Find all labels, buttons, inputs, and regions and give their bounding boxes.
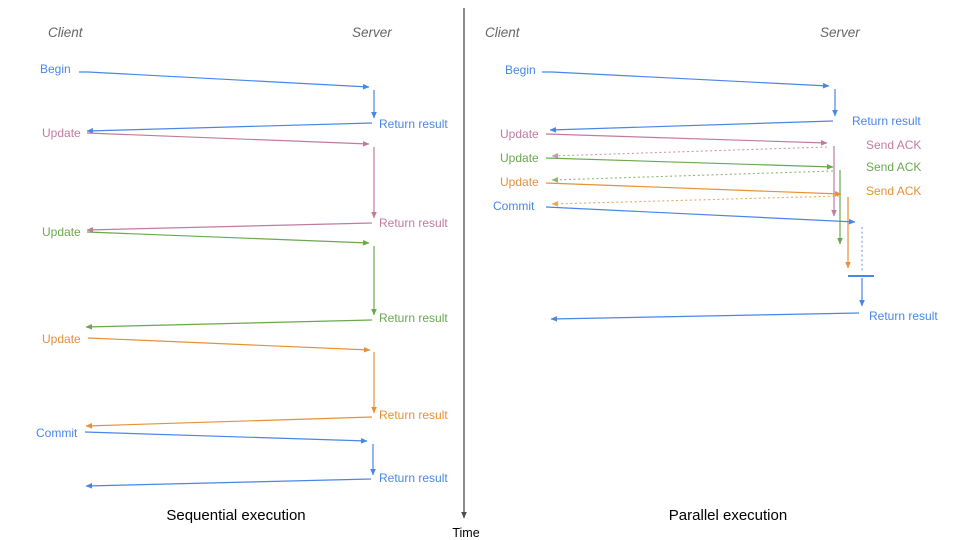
operation-label: Commit	[493, 199, 535, 213]
ack-label: Send ACK	[866, 160, 921, 174]
ack-label: Send ACK	[866, 138, 921, 152]
operation-label: Begin	[40, 62, 71, 76]
response-arrow	[549, 120, 834, 133]
operation-label: Update	[500, 175, 539, 189]
client-heading: Client	[48, 25, 84, 40]
response-arrow	[85, 319, 373, 330]
message-flow-begin: Begin Return result	[505, 63, 921, 133]
operation-label: Update	[42, 225, 81, 239]
operation-label: Update	[500, 127, 539, 141]
ack-label: Send ACK	[866, 184, 921, 198]
response-label: Return result	[379, 471, 448, 485]
request-arrow	[545, 133, 828, 146]
request-arrow	[79, 71, 370, 90]
time-axis: Time	[452, 8, 480, 540]
client-heading: Client	[485, 25, 521, 40]
message-flow-begin: Begin Return result	[40, 62, 448, 134]
server-heading: Server	[352, 25, 392, 40]
message-flow-update-3: Update Return result	[42, 332, 448, 429]
message-flow-update-3: Update Send ACK	[500, 175, 921, 269]
request-arrow	[545, 206, 856, 225]
request-arrow	[542, 71, 830, 89]
operation-label: Begin	[505, 63, 536, 77]
ack-dotted-arrow	[551, 170, 834, 183]
response-label: Return result	[379, 117, 448, 131]
right-panel: Client Server Begin Return result Update…	[485, 25, 938, 524]
ack-dotted-arrow	[551, 146, 828, 159]
message-flow-commit: Commit Return result	[36, 426, 448, 489]
request-arrow	[545, 182, 842, 197]
server-heading: Server	[820, 25, 860, 40]
message-flow-update-2: Update Send ACK	[500, 151, 921, 245]
response-arrow	[85, 416, 373, 429]
message-flow-commit: Commit Return result	[493, 199, 938, 323]
time-axis-label: Time	[452, 526, 479, 540]
response-arrow	[86, 222, 373, 233]
response-arrow	[550, 312, 860, 322]
panel-title-parallel: Parallel execution	[669, 507, 787, 524]
request-arrow	[86, 132, 370, 147]
operation-label: Update	[42, 126, 81, 140]
panel-title-sequential: Sequential execution	[166, 507, 305, 524]
response-label: Return result	[869, 309, 938, 323]
request-arrow	[84, 431, 368, 444]
operation-label: Commit	[36, 426, 78, 440]
response-arrow	[85, 478, 372, 489]
operation-label: Update	[42, 332, 81, 346]
operation-label: Update	[500, 151, 539, 165]
request-arrow	[86, 231, 370, 246]
response-arrow	[86, 122, 373, 134]
request-arrow	[87, 337, 371, 353]
ack-dotted-arrow	[551, 195, 840, 207]
response-label: Return result	[852, 114, 921, 128]
message-flow-update-1: Update Send ACK	[500, 127, 921, 217]
left-panel: Client Server Begin Return result Update…	[36, 25, 448, 524]
message-flow-update-1: Update Return result	[42, 126, 448, 233]
response-label: Return result	[379, 408, 448, 422]
response-label: Return result	[379, 311, 448, 325]
response-label: Return result	[379, 216, 448, 230]
request-arrow	[545, 157, 834, 170]
message-flow-update-2: Update Return result	[42, 225, 448, 330]
